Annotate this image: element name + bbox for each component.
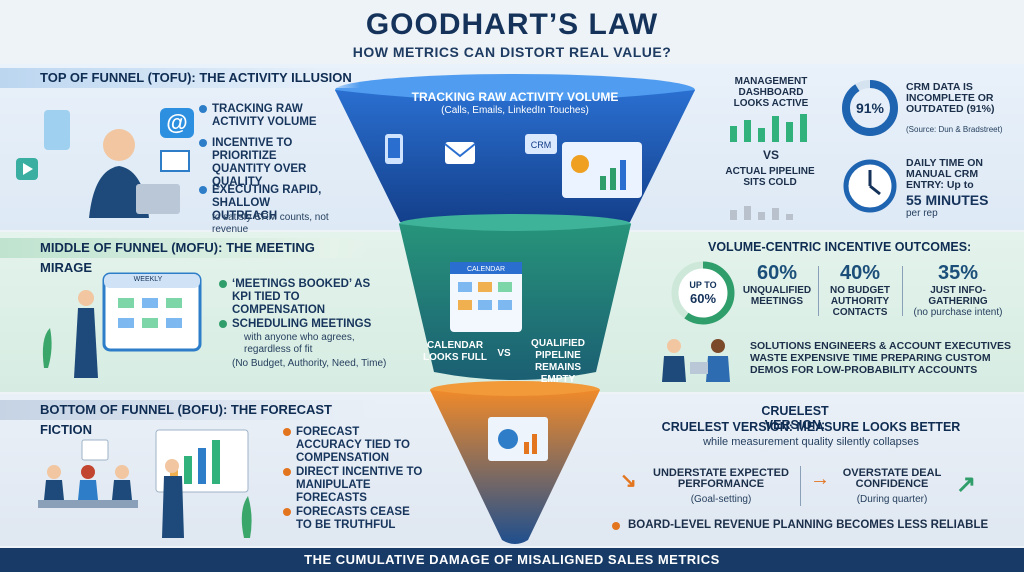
chart-card-icon	[81, 439, 109, 461]
bofu-bullet-2: DIRECT INCENTIVE TO MANIPULATE FORECASTS	[283, 466, 436, 505]
outcomes-heading: VOLUME-CENTRIC INCENTIVE OUTCOMES:	[708, 240, 972, 254]
crm-data-value: 91%	[856, 100, 885, 116]
calendar-icon	[450, 262, 522, 332]
outcome-no-budget: 40% NO BUDGET AUTHORITY CONTACTS	[830, 262, 890, 318]
funnel-bottom-section	[430, 390, 600, 544]
plant-icon	[42, 328, 52, 368]
overstate-sub: (During quarter)	[856, 494, 928, 505]
crm-label: CRM	[531, 140, 552, 150]
right-arrow-icon: →	[810, 468, 830, 490]
dashboard-bars	[730, 114, 807, 142]
laptop-icon	[690, 362, 708, 374]
bofu-heading: BOTTOM OF FUNNEL (BOFU): THE FORECAST FI…	[0, 400, 380, 437]
funnel-calendar-label: CALENDAR	[467, 266, 505, 273]
crm-box	[525, 134, 557, 154]
agent-illustration	[16, 110, 180, 218]
forecast-meeting-illustration	[38, 429, 252, 538]
page-title: GOODHART’S LAW	[365, 8, 659, 41]
mofu-heading: MIDDLE OF FUNNEL (MOFU): THE MEETING MIR…	[0, 238, 370, 275]
up-trend-icon: ↗	[956, 471, 977, 498]
funnel-vs: VS	[497, 348, 511, 359]
waste-statement: SOLUTIONS ENGINEERS & ACCOUNT EXECUTIVES…	[750, 340, 1011, 376]
funnel-calendar-full: CALENDAR LOOKS FULL	[423, 340, 487, 363]
phone-icon	[385, 134, 403, 164]
tofu-bullet-2: INCENTIVE TO PRIORITIZE QUANTITY OVER QU…	[199, 137, 332, 189]
mofu-bullet-2: SCHEDULING MEETINGS	[219, 318, 382, 331]
plant-icon	[241, 496, 252, 538]
clock-icon	[843, 159, 897, 213]
crm-time-label: DAILY TIME ON MANUAL CRM ENTRY: Up to	[906, 157, 984, 191]
unqualified-ring: UP TO 60%	[671, 261, 735, 325]
board-bullet-dot	[612, 522, 620, 530]
cruelest-sub: while measurement quality silently colla…	[703, 436, 919, 448]
mofu-bullet-2-sub: with anyone who agrees, regardless of fi…	[244, 332, 355, 355]
funnel-rim	[335, 74, 695, 106]
at-sign-icon: @	[160, 108, 194, 138]
crm-time-value: 55 MINUTES	[906, 192, 989, 208]
down-arrow-icon: ↘	[620, 470, 637, 492]
cruelest-title: CRUELEST VERSION:	[761, 404, 829, 432]
pipeline-bars	[730, 206, 793, 220]
mofu-bullet-1: ‘MEETINGS BOOKED’ AS KPI TIED TO COMPENS…	[219, 278, 372, 317]
outcome-divider-2	[902, 266, 903, 316]
crm-data-ring: 91%	[842, 80, 898, 136]
tofu-bullet-1: TRACKING RAW ACTIVITY VOLUME	[199, 103, 332, 129]
agent-body	[89, 166, 149, 218]
bofu-divider	[800, 466, 801, 506]
funnel-top-sub: (Calls, Emails, LinkedIn Touches)	[441, 105, 589, 116]
understate-sub: (Goal-setting)	[690, 494, 752, 505]
funnel-top-title: TRACKING RAW ACTIVITY VOLUME	[411, 90, 619, 104]
page-subtitle: HOW METRICS CAN DISTORT REAL VALUE?	[352, 44, 672, 60]
tofu-bullet-3: EXECUTING RAPID, SHALLOW OUTREACH	[199, 184, 332, 223]
outcome-unqualified: 60% UNQUALIFIED MEETINGS	[742, 262, 812, 307]
dashboard-label: MANAGEMENT DASHBOARD LOOKS ACTIVE	[733, 76, 809, 109]
overstate-label: Overstate Deal Confidence	[842, 467, 942, 490]
email-icon	[444, 142, 476, 164]
outcome-info-gathering: 35% JUST INFO-GATHERING (no purchase int…	[913, 262, 1003, 318]
board-planning: BOARD-LEVEL REVENUE PLANNING BECOMES LES…	[628, 519, 989, 531]
meeting-table	[38, 500, 138, 508]
weekly-calendar-label: WEEKLY	[133, 276, 163, 283]
agent-head	[103, 129, 135, 161]
outcome-divider-1	[818, 266, 819, 316]
cruelest-line: CRUELEST VERSION: MEASURE LOOKS BETTER	[661, 420, 961, 434]
phone-icon	[44, 110, 70, 150]
funnel-pipeline-empty: QUALIFIED PIPELINE REMAINS EMPTY	[531, 338, 585, 385]
envelope-icon	[160, 150, 190, 172]
laptop-icon	[136, 184, 180, 214]
funnel-graphic: CRM CALENDAR	[335, 74, 695, 544]
ring-value: 60%	[690, 291, 716, 306]
bofu-bullet-3: FORECASTS CEASE TO BE TRUTHFUL	[283, 506, 416, 532]
funnel-mid-rim	[399, 214, 631, 234]
footer-banner: THE CUMULATIVE DAMAGE OF MISALIGNED SALE…	[0, 548, 1024, 572]
crm-time-unit: per rep	[906, 208, 938, 219]
mofu-bullet-2-sub2: (No Budget, Authority, Need, Time)	[232, 358, 387, 369]
understate-label: Understate Expected Performance	[653, 467, 789, 490]
engineers-illustration	[662, 339, 730, 382]
bofu-bullet-1: FORECAST ACCURACY TIED TO COMPENSATION	[283, 426, 426, 465]
crm-data-source: (Source: Dun & Bradstreet)	[906, 125, 1003, 134]
ring-top-label: UP TO	[689, 280, 716, 290]
pipeline-label: ACTUAL PIPELINE SITS COLD	[725, 166, 815, 188]
dashboard-screen-icon	[562, 142, 642, 198]
tofu-bullet-3-sub: to satisfy CRM counts, not revenue	[212, 212, 329, 235]
meeting-planner-illustration	[42, 272, 202, 378]
presentation-board-icon	[488, 417, 548, 461]
tofu-heading: TOP OF FUNNEL (TOFU): THE ACTIVITY ILLUS…	[0, 68, 360, 88]
vs-label: VS	[762, 148, 779, 162]
crm-data-label: CRM DATA IS INCOMPLETE OR OUTDATED (91%)	[906, 81, 995, 115]
